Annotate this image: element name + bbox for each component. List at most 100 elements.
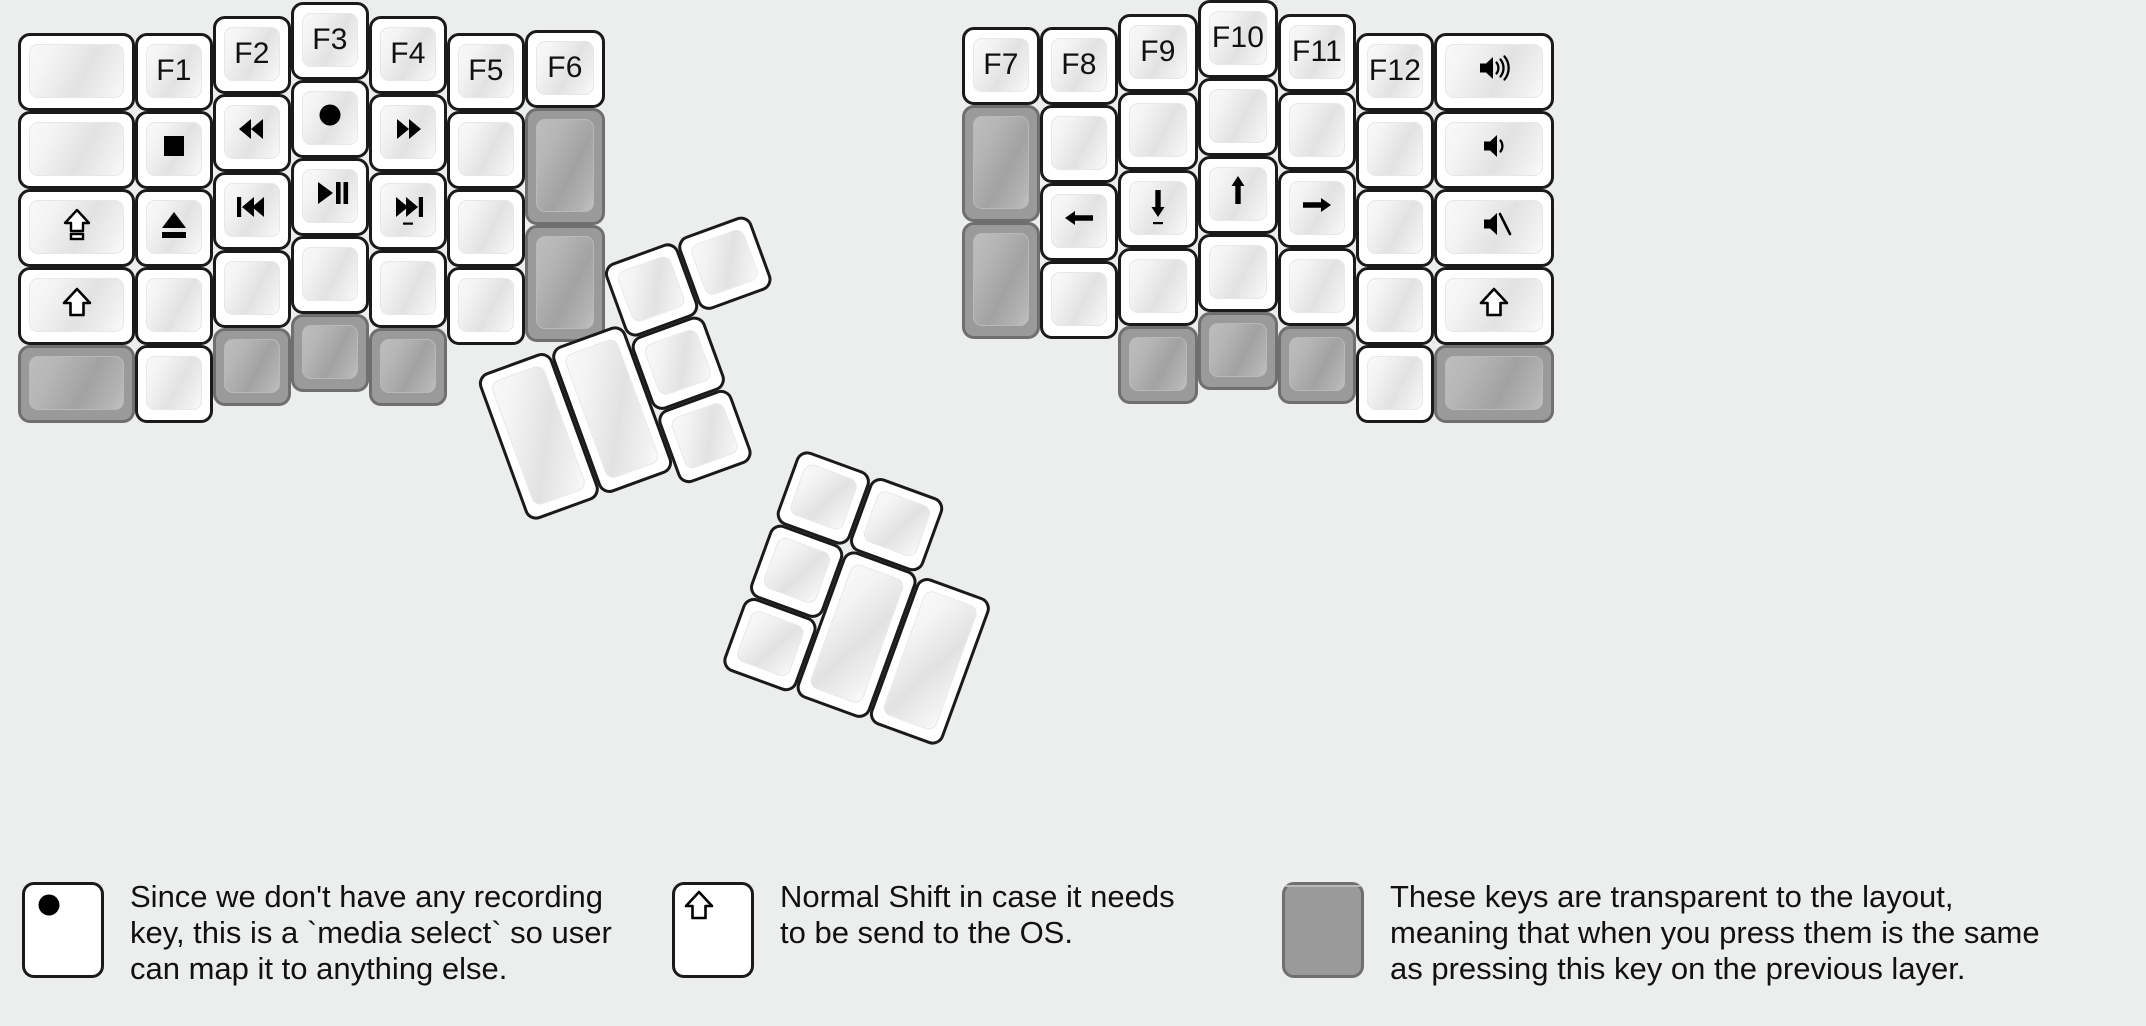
key-left-index-inner-2[interactable]: [447, 189, 525, 267]
key-left-ring-2[interactable]: [213, 172, 291, 250]
key-left-middle-3[interactable]: [291, 236, 369, 314]
key-right-ring-4[interactable]: [1278, 326, 1356, 404]
keycap-face: [1445, 200, 1543, 254]
key-right-middle-0[interactable]: F10: [1198, 0, 1278, 78]
key-label: F3: [312, 23, 348, 56]
keycap-face: [1051, 194, 1107, 248]
keycap-face: [302, 247, 358, 301]
key-right-index-1[interactable]: [1118, 92, 1198, 170]
key-left-inner-extra-2[interactable]: [525, 225, 605, 342]
key-right-middle-2[interactable]: [1198, 156, 1278, 234]
key-right-inner-extra-0[interactable]: F7: [962, 27, 1040, 105]
key-left-index-0[interactable]: F4: [369, 16, 447, 94]
key-left-pinky-outer-2[interactable]: [18, 189, 135, 267]
key-label: F1: [156, 54, 192, 87]
keycap-face: [688, 227, 761, 298]
key-left-pinky-outer-3[interactable]: [18, 267, 135, 345]
key-left-index-inner-1[interactable]: [447, 111, 525, 189]
keycap-face: [380, 183, 436, 237]
key-right-pinky-outer-2[interactable]: [1434, 189, 1554, 267]
key-left-pinky-2[interactable]: [135, 189, 213, 267]
key-right-index-0[interactable]: F9: [1118, 14, 1198, 92]
keycap-face: [29, 278, 124, 332]
key-right-inner-extra-2[interactable]: [962, 222, 1040, 339]
key-left-pinky-outer-1[interactable]: [18, 111, 135, 189]
keycap-face: F9: [1129, 25, 1187, 79]
key-right-index-3[interactable]: [1118, 248, 1198, 326]
keycap-face: [146, 278, 202, 332]
key-label: F9: [1140, 35, 1176, 68]
key-label: F7: [983, 48, 1019, 81]
key-right-ring-0[interactable]: F11: [1278, 14, 1356, 92]
key-left-inner-extra-0[interactable]: F6: [525, 30, 605, 108]
key-left-index-1[interactable]: [369, 94, 447, 172]
key-left-index-inner-3[interactable]: [447, 267, 525, 345]
key-left-index-4[interactable]: [369, 328, 447, 406]
volume-down-icon: [1470, 126, 1518, 172]
key-right-inner-extra-1[interactable]: [962, 105, 1040, 222]
key-right-index-inner-2[interactable]: [1040, 183, 1118, 261]
key-left-index-2[interactable]: [369, 172, 447, 250]
key-left-index-3[interactable]: [369, 250, 447, 328]
key-right-pinky-1[interactable]: [1356, 111, 1434, 189]
keycap-face: [1445, 122, 1543, 176]
keycap-face: [1129, 103, 1187, 157]
key-left-pinky-1[interactable]: [135, 111, 213, 189]
key-right-pinky-outer-4[interactable]: [1434, 345, 1554, 423]
key-right-index-inner-3[interactable]: [1040, 261, 1118, 339]
key-left-middle-4[interactable]: [291, 314, 369, 392]
caps-lock-icon: [53, 204, 101, 250]
key-right-pinky-4[interactable]: [1356, 345, 1434, 423]
key-left-ring-4[interactable]: [213, 328, 291, 406]
keycap-face: [1445, 44, 1543, 98]
key-left-index-inner-0[interactable]: F5: [447, 33, 525, 111]
key-right-pinky-0[interactable]: F12: [1356, 33, 1434, 111]
keycap-face: [1445, 278, 1543, 332]
keycap-face: [380, 105, 436, 159]
keycap-face: [1051, 272, 1107, 326]
keycap-face: [788, 462, 860, 532]
key-right-pinky-outer-3[interactable]: [1434, 267, 1554, 345]
key-left-inner-extra-1[interactable]: [525, 108, 605, 225]
keycap-face: [458, 278, 514, 332]
keycap-face: F5: [458, 44, 514, 98]
keycap-face: [1367, 278, 1423, 332]
key-right-middle-4[interactable]: [1198, 312, 1278, 390]
key-right-index-inner-0[interactable]: F8: [1040, 27, 1118, 105]
key-right-pinky-outer-0[interactable]: [1434, 33, 1554, 111]
keycap-face: [1367, 200, 1423, 254]
key-right-middle-1[interactable]: [1198, 78, 1278, 156]
keycap-face: F4: [380, 27, 436, 81]
key-left-pinky-outer-4[interactable]: [18, 345, 135, 423]
legend-text-2: These keys are transparent to the layout…: [1390, 879, 2040, 986]
keycap-face: [1129, 259, 1187, 313]
key-right-index-2[interactable]: [1118, 170, 1198, 248]
legend-text-1: Normal Shift in case it needs to be send…: [780, 879, 1175, 950]
key-right-pinky-3[interactable]: [1356, 267, 1434, 345]
key-right-index-inner-1[interactable]: [1040, 105, 1118, 183]
key-left-ring-1[interactable]: [213, 94, 291, 172]
key-left-ring-3[interactable]: [213, 250, 291, 328]
key-left-pinky-4[interactable]: [135, 345, 213, 423]
keycap-face: [224, 183, 280, 237]
keycap-face: [1367, 356, 1423, 410]
key-left-middle-2[interactable]: [291, 158, 369, 236]
key-right-index-4[interactable]: [1118, 326, 1198, 404]
keycap-face: [1445, 356, 1543, 410]
keycap-face: [29, 356, 124, 410]
key-left-middle-0[interactable]: F3: [291, 2, 369, 80]
keycap-face: [302, 325, 358, 379]
key-left-ring-0[interactable]: F2: [213, 16, 291, 94]
key-right-pinky-outer-1[interactable]: [1434, 111, 1554, 189]
key-left-pinky-0[interactable]: F1: [135, 33, 213, 111]
key-right-ring-2[interactable]: [1278, 170, 1356, 248]
key-right-pinky-2[interactable]: [1356, 189, 1434, 267]
keycap-face: F11: [1289, 25, 1345, 79]
key-left-pinky-outer-0[interactable]: [18, 33, 135, 111]
key-right-ring-3[interactable]: [1278, 248, 1356, 326]
shift-icon: [675, 885, 751, 931]
key-right-middle-3[interactable]: [1198, 234, 1278, 312]
key-right-ring-1[interactable]: [1278, 92, 1356, 170]
key-left-pinky-3[interactable]: [135, 267, 213, 345]
key-left-middle-1[interactable]: [291, 80, 369, 158]
